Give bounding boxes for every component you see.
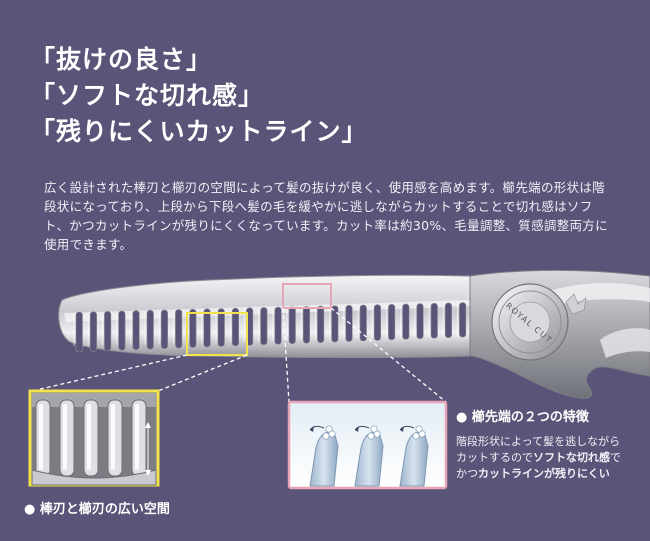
headline-good-release: 「抜けの良さ」 [30,45,213,74]
gap-callout-label: ● 棒刃と櫛刃の広い空間 [24,498,170,517]
comb-tooth-gap [132,310,140,351]
comb-tooth-gap [373,304,382,341]
comb-tooth-gap [175,309,183,349]
comb-tooth-gap [416,303,424,340]
motion-arrow [354,425,370,431]
comb-tooth-gap [160,309,168,349]
motion-arrow [399,425,415,431]
comb-tooth-gap [331,305,339,343]
comb-tooth-gap [444,302,453,338]
gap-highlight-box [186,312,248,356]
tip-callout-title: 櫛先端の２つの特徴 [471,410,589,425]
gap-callout-title: 棒刃と櫛刃の広い空間 [39,502,170,517]
tip-highlight-box [282,283,332,309]
comb-tooth-gap [317,305,325,343]
comb-teeth [73,302,467,353]
zoomed-tooth-shine [39,404,43,470]
motion-arrow [309,425,325,431]
callout-leaders [31,307,447,403]
comb-tooth-gap [118,310,126,351]
tip-callout-label: ● 櫛先端の２つの特徴 [456,406,589,425]
hair-strand-dot [370,425,378,433]
zoomed-blade-base [31,469,157,486]
scissors-blade [58,274,491,358]
comb-tooth-gap [274,306,282,345]
zoomed-tooth-shine [63,404,67,470]
tip-desc-line-2: カットするのでソフトな切れ感で [456,451,621,464]
motion-arrow-head [355,426,359,432]
comb-tooth-gap [104,310,112,352]
hair-strand-dot [325,425,333,433]
comb-tooth-gap [231,307,239,347]
hair-strand-dot [412,432,420,440]
hair-strand-dot [415,425,423,433]
tip-zoom-panel [287,400,448,490]
comb-tooth-gap [302,306,311,344]
comb-tooth-gap [260,307,268,346]
zoomed-comb-teeth [31,399,157,486]
comb-tooth-gap [402,303,410,340]
comb-tooth-gap [75,311,83,353]
zoomed-tooth-shine [135,404,139,470]
hair-strand-dot [322,432,330,440]
motion-arrow-head [310,426,314,432]
comb-tooth-gap [217,308,225,347]
hair-strand-dot [367,432,375,440]
comb-tooth-gap [146,309,154,350]
product-description: 広く設計された棒刃と櫛刃の空間によって髪の抜けが良く、使用感を高めます。櫛先端の… [44,180,608,252]
bullet-dot: ● [24,502,36,517]
tip-desc-line-1: 階段形状によって髪を逃しながら [456,435,621,448]
comb-tooth-gap [288,306,296,345]
headline-soft-cut: 「ソフトな切れ感」 [30,81,265,110]
zoomed-tooth-shine [87,404,91,470]
headline-group: 「抜けの良さ」 「ソフトな切れ感」 「残りにくいカットライン」 [30,42,368,150]
gap-zoom-panel [28,389,160,487]
comb-tooth-gap [388,303,396,341]
headline-cut-line: 「残りにくいカットライン」 [30,117,368,146]
comb-tooth-gap [203,308,211,348]
motion-arrow-head [400,426,404,432]
comb-tooth-gap [359,304,367,342]
bullet-dot: ● [456,410,468,425]
comb-tooth-gap [89,311,97,352]
scissors-pivot-area: ROYAL CUT [469,269,650,399]
comb-tooth-gap [189,308,197,348]
comb-tooth-gap [430,302,438,339]
comb-tooth-gap [459,302,467,338]
zoomed-tooth-shine [111,404,115,470]
tip-desc-line-3: かつカットラインが残りにくい [456,467,610,480]
stepped-tip-teeth [309,425,429,487]
tip-callout-description: 階段形状によって髪を逃しながら カットするのでソフトな切れ感で かつカットライン… [456,434,621,482]
